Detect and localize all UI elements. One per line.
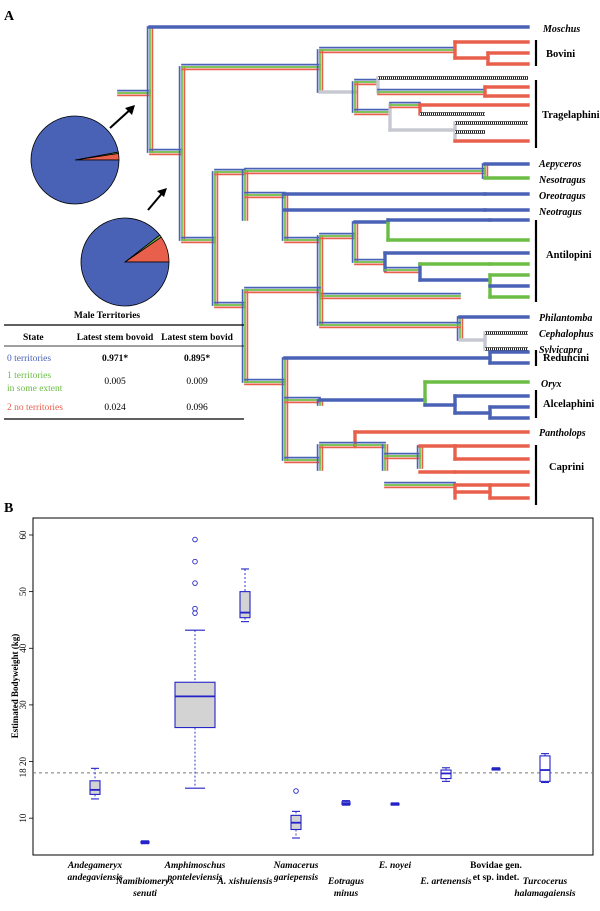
table-row-1-stem-bovoid: 0.005	[104, 377, 126, 387]
taxon-label-moschus: Moschus	[542, 24, 580, 35]
table-row-1-state-line2: in some extent	[7, 384, 63, 394]
taxon-label-philantomba: Philantomba	[539, 313, 592, 324]
clade-brackets: Bovini Tragelaphini Antilopini Reduncini…	[534, 40, 600, 505]
category-label: Namibiomeryx	[115, 877, 174, 887]
box-iqr	[539, 755, 551, 782]
clade-label-alcelaphini: Alcelaphini	[543, 399, 594, 410]
y-tick-label: 60	[18, 530, 28, 540]
y-tick-label: 30	[18, 700, 28, 710]
category-label: A. xishuiensis	[217, 877, 273, 887]
table-row-1-stem-bovid: 0.009	[186, 377, 208, 387]
box-outlier	[192, 580, 198, 586]
category-label: et sp. indet.	[473, 873, 519, 883]
category-label: Turcocerus	[523, 877, 568, 887]
panel-b-letter: B	[4, 501, 13, 516]
y-axis: 10 20 30 40 50 60	[18, 530, 33, 823]
table-row-1-state: 1 territories	[7, 371, 51, 381]
table-row-0-stem-bovoid: 0.971*	[102, 354, 128, 364]
box-plots	[89, 536, 551, 845]
taxon-label-aepyceros: Aepyceros	[538, 159, 581, 170]
reference-line-label: 18	[18, 768, 28, 778]
box-outlier	[192, 605, 198, 612]
taxon-label-nesotragus: Nesotragus	[538, 175, 586, 186]
arrowhead-stem-bovoid	[125, 105, 135, 115]
taxon-label-oreotragus: Oreotragus	[539, 191, 586, 202]
ancestral-state-arrows	[109, 105, 167, 211]
box-outlier	[293, 788, 299, 794]
clade-label-tragelaphini: Tragelaphini	[542, 110, 600, 121]
box-outlier	[192, 610, 198, 616]
taxon-label-cephalophus: Cephalophus	[539, 329, 594, 340]
reference-line-group: 18	[18, 768, 593, 778]
y-tick-label: 20	[18, 757, 28, 767]
category-label: E. artenensis	[419, 877, 472, 887]
category-label: senuti	[132, 889, 157, 899]
box-outlier	[192, 558, 198, 565]
box-iqr	[239, 591, 251, 619]
panel-a-letter: A	[4, 9, 15, 24]
pie-chart-stem-bovoid	[30, 115, 120, 205]
table-header-stem-bovoid: Latest stem bovoid	[77, 333, 154, 343]
panel-a-phylogeny: A Moschus Aepyceros Nesotragus Oreotragu…	[4, 9, 600, 505]
phylogenetic-tree	[117, 25, 530, 500]
box-iqr	[89, 780, 101, 795]
table-title: Male Territories	[74, 311, 141, 321]
arrowhead-stem-bovid	[157, 188, 167, 197]
category-label: Namacerus	[273, 861, 319, 871]
clade-label-reduncini: Reduncini	[543, 353, 589, 364]
clade-label-caprini: Caprini	[549, 462, 584, 473]
category-label: andegaviensis	[68, 873, 123, 883]
taxon-label-sylvicapra: Sylvicapra	[539, 345, 582, 356]
category-label: Eotragus	[327, 877, 364, 887]
box-iqr	[174, 681, 216, 729]
pie-chart-stem-bovid	[80, 217, 170, 307]
taxon-labels: Moschus Aepyceros Nesotragus Oreotragus …	[538, 24, 594, 439]
box-outlier	[192, 536, 198, 543]
table-row-2-state: 2 no territories	[7, 403, 63, 413]
pie-slice-territories	[30, 115, 120, 205]
arrow-stem-bovoid	[109, 107, 133, 129]
category-label: E. noyei	[378, 861, 412, 871]
plot-frame	[32, 517, 594, 856]
category-label: Andegameryx	[67, 861, 123, 871]
y-tick-label: 10	[18, 813, 28, 823]
taxon-label-pantholops: Pantholops	[539, 428, 586, 439]
y-axis-label: Estimated Bodyweight (kg)	[10, 634, 20, 739]
category-label: Amphimoschus	[164, 861, 226, 871]
table-row-2-stem-bovoid: 0.024	[104, 403, 126, 413]
panel-b-boxplot: B Estimated Bodyweight (kg) 10 20 30 40 50 60…	[4, 501, 594, 899]
y-tick-label: 50	[18, 587, 28, 597]
category-label: Bovidae gen.	[470, 861, 522, 871]
table-header-state: State	[23, 333, 44, 343]
taxon-label-oryx: Oryx	[541, 379, 562, 390]
y-tick-label: 40	[18, 643, 28, 653]
clade-label-bovini: Bovini	[546, 49, 575, 60]
category-label: ponteleviensis	[167, 873, 223, 883]
category-label: halamagaiensis	[514, 889, 576, 899]
table-row-0-state: 0 territories	[7, 354, 51, 364]
taxon-label-neotragus: Neotragus	[538, 207, 582, 218]
pie-slice-territories	[80, 217, 170, 307]
table-row-2-stem-bovid: 0.096	[186, 403, 208, 413]
clade-label-antilopini: Antilopini	[546, 250, 592, 261]
table-header-stem-bovid: Latest stem bovid	[161, 333, 233, 343]
category-label: minus	[334, 889, 359, 899]
category-label: gariepensis	[273, 873, 319, 883]
male-territories-table: Male Territories State Latest stem bovoi…	[4, 311, 244, 420]
table-row-0-stem-bovid: 0.895*	[184, 354, 210, 364]
